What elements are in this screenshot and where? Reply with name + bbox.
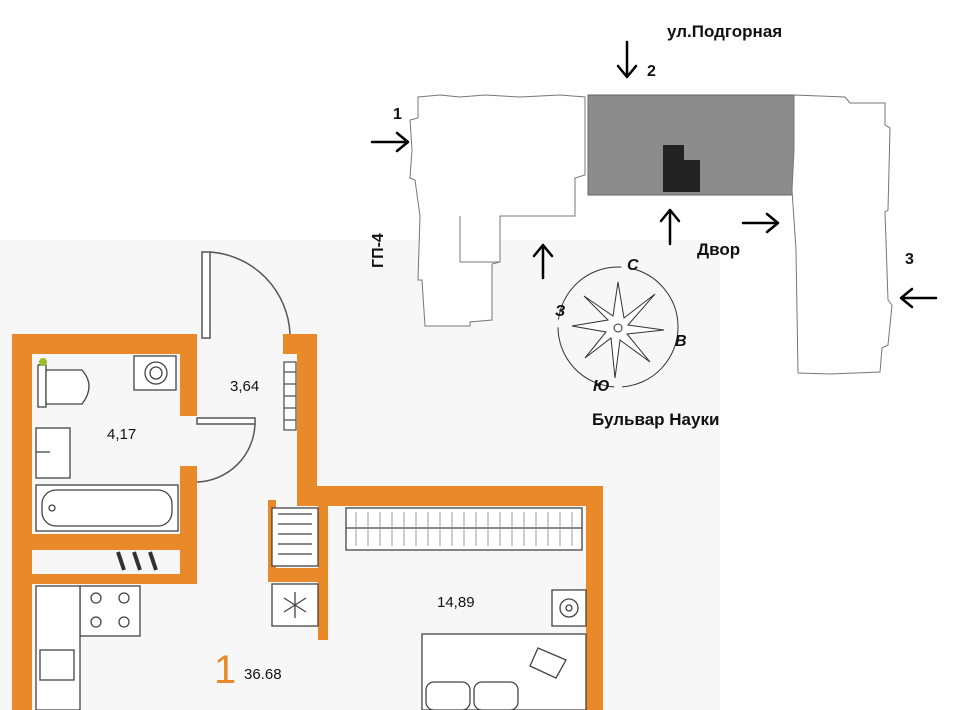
building-lower-wing <box>459 216 500 263</box>
washing-machine-icon <box>133 355 177 391</box>
vent-icon <box>116 551 158 571</box>
entrance-door <box>201 251 291 339</box>
bed-icon <box>421 633 587 710</box>
kitchen-sink-icon <box>35 585 81 710</box>
compass-rose <box>557 266 679 388</box>
street-top-label: ул.Подгорная <box>667 22 783 41</box>
building-left-block <box>409 94 586 327</box>
stove-icon <box>79 585 141 637</box>
total-area: 36.68 <box>244 666 282 683</box>
exterior-walls <box>12 334 603 710</box>
compass-star <box>571 281 665 379</box>
entrance-arrows <box>370 40 938 309</box>
entrance-3-label: 3 <box>905 251 914 268</box>
ac-unit-icon <box>271 583 319 627</box>
rooms-count: 1 <box>214 648 237 692</box>
room-area-hall: 3,64 <box>230 378 260 395</box>
arrow-up-left <box>532 243 554 280</box>
lamp-icon <box>551 589 587 627</box>
toilet-icon <box>37 358 90 408</box>
arrow-entrance-1 <box>370 131 410 153</box>
compass-north: С <box>627 257 639 274</box>
arrow-up-courtyard <box>659 208 681 246</box>
entrance-2-label: 2 <box>647 63 656 80</box>
radiator-icon <box>283 361 297 431</box>
arrow-entrance-2 <box>616 40 638 79</box>
entrance-1-label: 1 <box>393 106 402 123</box>
living-radiator-icon <box>345 507 583 551</box>
sink-icon <box>35 427 71 479</box>
bathtub-icon <box>35 484 179 532</box>
courtyard-label: Двор <box>697 240 741 259</box>
room-area-living: 14,89 <box>437 594 475 611</box>
apartment-marker <box>663 145 700 192</box>
building-label: ГП-4 <box>370 233 387 268</box>
site-plan <box>409 94 893 375</box>
building-right-block <box>791 94 893 375</box>
compass-east: В <box>675 333 687 350</box>
wardrobe-icon <box>271 507 319 567</box>
floor-plan <box>12 251 603 710</box>
room-area-bathroom: 4,17 <box>107 426 137 443</box>
street-bottom-label: Бульвар Науки <box>592 410 720 429</box>
compass-south: Ю <box>593 378 610 395</box>
compass-center <box>613 323 623 333</box>
compass-west: З <box>555 303 566 320</box>
plan-background <box>0 240 720 710</box>
bathroom-door <box>196 417 256 483</box>
arrow-right-courtyard <box>741 212 780 234</box>
arrow-entrance-3 <box>899 287 938 309</box>
compass-circle <box>557 266 679 388</box>
